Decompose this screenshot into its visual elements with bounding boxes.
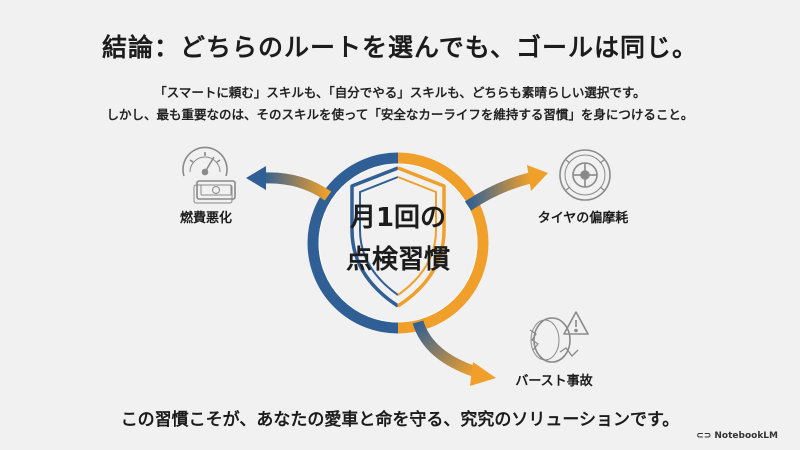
bottom-statement: この習慣こそが、あなたの愛車と命を守る、究究のソリューションです。 — [120, 410, 680, 430]
arrow-to-burst — [412, 320, 496, 386]
damaged-tire-warning-icon — [529, 311, 589, 363]
shield-icon — [350, 166, 446, 308]
arrow-to-tire — [464, 165, 548, 211]
center-label-line-1: 月1回の — [349, 203, 446, 233]
outcome-label-tire: タイヤの偏摩耗 — [538, 210, 629, 226]
brand-logo: ⊂⊃ NotebookLM — [696, 431, 778, 441]
outcome-label-burst: バースト事故 — [515, 373, 593, 389]
center-label-line-2: 点検習慣 — [346, 244, 450, 275]
tire-icon — [559, 149, 611, 201]
brand-name: NotebookLM — [714, 431, 778, 441]
outcome-label-fuel: 燃費悪化 — [180, 210, 232, 226]
subtitle-line-2: しかし、最も重要なのは、そのスキルを使って「安全なカーライフを維持する習慣」を身… — [106, 107, 694, 122]
arrow-to-fuel — [246, 166, 332, 201]
subtitle-line-1: 「スマートに頼む」スキルも、「自分でやる」スキルも、どちらも素晴らしい選択です。 — [154, 85, 646, 100]
gauge-money-icon — [182, 146, 236, 204]
page-title: 結論：どちらのルートを選んでも、ゴールは同じ。 — [101, 33, 698, 62]
habit-ring — [307, 152, 489, 334]
notebooklm-icon: ⊂⊃ — [696, 431, 712, 441]
